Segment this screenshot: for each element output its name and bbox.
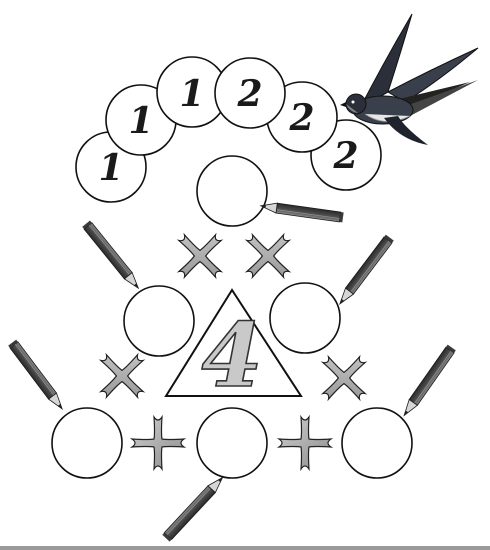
answer-circle-mid-right[interactable] (270, 283, 340, 353)
answer-circle-mid-left[interactable] (124, 286, 194, 356)
center-triangle-digit: 4 (201, 303, 262, 407)
pencil-icon (82, 221, 142, 292)
operator-left-upper (163, 219, 237, 293)
top-number-circle-4: 2 (215, 58, 285, 128)
operator-right-lower (307, 341, 381, 415)
top-number-digit: 1 (98, 147, 123, 189)
answer-circle-bottom-center[interactable] (197, 408, 267, 478)
pencil-icon (8, 340, 66, 412)
top-number-digit: 2 (236, 73, 262, 115)
top-number-digit: 1 (179, 73, 204, 115)
operator-right-upper (231, 219, 305, 293)
bottom-divider (0, 546, 490, 550)
top-number-digit: 1 (128, 100, 153, 142)
top-number-digit: 2 (332, 135, 358, 177)
pencil-icon (162, 474, 226, 542)
pencil-icon (260, 201, 344, 222)
pencil-icon (336, 235, 394, 307)
operator-bottom-right (279, 417, 331, 469)
top-number-digit: 2 (288, 97, 314, 139)
pencil-icon (400, 345, 456, 419)
operator-bottom-left (132, 417, 184, 469)
answer-circle-top[interactable] (197, 156, 267, 226)
answer-circle-bottom-left[interactable] (52, 408, 122, 478)
answer-circle-bottom-right[interactable] (342, 408, 412, 478)
